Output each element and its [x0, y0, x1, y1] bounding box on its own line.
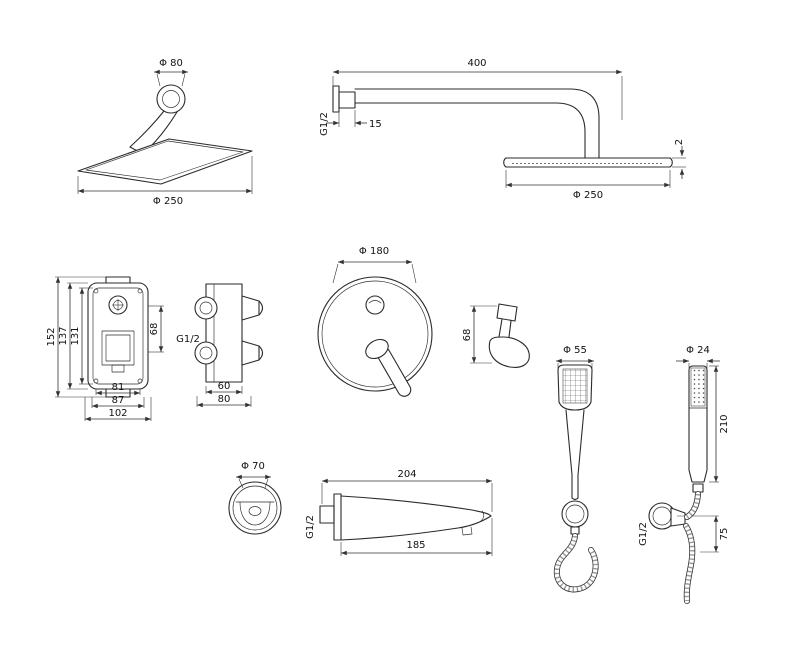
valve-body-side-view: G1/2 60 80 [176, 283, 264, 408]
dim-label-valve-side-thread: G1/2 [176, 334, 200, 345]
dim-label-trim-dia: Φ 180 [359, 246, 389, 257]
dim-label-spout-185: 185 [406, 540, 425, 551]
valve-side-cartridges [241, 295, 264, 366]
spout-thread-nipple [319, 505, 335, 524]
dim-label-spout-thread: G1/2 [305, 515, 316, 539]
valve-top-port [108, 295, 128, 315]
dim-label-arm-length: 400 [467, 58, 486, 69]
shower-head-perspective-view: Φ 80 Φ 250 [77, 58, 253, 207]
dim-label-valve-68: 68 [149, 323, 160, 336]
dim-label-valve-87: 87 [112, 395, 125, 406]
hs55-spray-face [562, 368, 588, 404]
hs24-hose-nut [692, 483, 704, 493]
dim-label-valve-152: 152 [46, 327, 57, 346]
hs24-spray-face [690, 367, 706, 407]
dim-label-plate-thickness: 2 [674, 139, 685, 145]
arm-tube [354, 88, 600, 159]
hs24-hose [683, 491, 701, 604]
hs55-handle [565, 409, 585, 501]
spout-escutcheon-front-view: Φ 70 [228, 461, 282, 535]
escutcheon-outline [228, 481, 282, 535]
dim-label-arm-thread-len: 15 [369, 119, 382, 130]
dim-label-head-plate-dia: Φ 250 [153, 196, 183, 207]
head-plate-side [503, 157, 673, 168]
handle-lever-profile [488, 336, 530, 368]
dim-label-valve-side-80: 80 [218, 394, 231, 405]
dim-label-outlet-offset: 75 [719, 528, 730, 541]
dim-label-arm-thread: G1/2 [319, 112, 330, 136]
dim-label-valve-102: 102 [108, 408, 127, 419]
dim-label-head-flange-dia: Φ 80 [159, 58, 183, 69]
arm-wall-flange [332, 85, 340, 113]
trim-plate-front-view: Φ 180 [317, 246, 433, 397]
arm-thread-nipple [338, 91, 356, 109]
dim-label-valve-131: 131 [70, 326, 81, 345]
dim-label-spout-204: 204 [397, 469, 416, 480]
valve-cartridge-window [101, 330, 135, 366]
handshower-slim: Φ 24 210 G1/2 75 [638, 345, 730, 604]
dim-label-escutcheon-dia: Φ 70 [241, 461, 265, 472]
dim-label-valve-137: 137 [58, 326, 69, 345]
dim-label-handle-68: 68 [462, 329, 473, 342]
shower-arm-side-view: 400 G1/2 15 Φ 250 2 [319, 58, 686, 201]
spout-side-view: 204 G1/2 185 [305, 469, 493, 556]
head-plate-perspective [77, 138, 253, 185]
spout-body-profile [340, 495, 492, 541]
dim-label-arm-plate-dia: Φ 250 [573, 190, 603, 201]
dim-label-hs24-length: 210 [719, 414, 730, 433]
wall-outlet-elbow [670, 507, 686, 527]
dim-label-hs55-dia: Φ 55 [563, 345, 587, 356]
spout-wall-flange [333, 493, 342, 541]
dim-label-valve-side-60: 60 [218, 381, 231, 392]
handshower-large: Φ 55 [553, 345, 599, 593]
valve-side-knob-bottom [194, 341, 218, 365]
valve-body-front-view: 152 137 131 68 81 87 102 [46, 276, 164, 422]
hs55-hose-nut [570, 526, 580, 535]
handle-flange [496, 303, 518, 322]
handle-side-view: 68 [462, 303, 530, 368]
valve-side-body [205, 283, 243, 383]
trim-lever-handle [365, 338, 412, 397]
hs55-hose [553, 533, 599, 593]
head-flange-outline [156, 84, 186, 114]
spout-nose-front [239, 501, 271, 526]
trim-plate-outline [317, 276, 433, 392]
valve-body-outline [87, 282, 149, 390]
dim-label-valve-81: 81 [112, 382, 125, 393]
dim-label-outlet-thread: G1/2 [638, 522, 649, 546]
trim-diverter-knob [365, 295, 385, 315]
dim-label-hs24-dia: Φ 24 [686, 345, 710, 356]
valve-side-knob-top [194, 296, 218, 320]
